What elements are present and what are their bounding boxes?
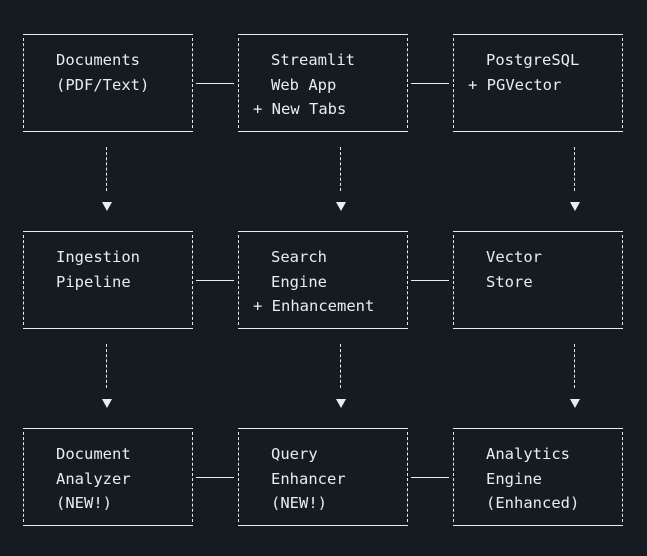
box-label: Analyzer: [56, 470, 131, 488]
box-label: Pipeline: [56, 273, 131, 291]
ingestion-pipeline-box: Ingestion Pipeline: [23, 231, 193, 329]
document-analyzer-box: Document Analyzer (NEW!): [23, 428, 193, 526]
streamlit-web-app-box: Streamlit Web App + New Tabs: [238, 34, 408, 132]
connector-documents-ingestion: [106, 147, 107, 191]
connector-search-query: [340, 344, 341, 388]
box-label: Engine: [271, 273, 327, 291]
arrow-down-icon: [102, 202, 112, 211]
connector-webapp-postgresql: [411, 83, 449, 84]
box-label: (NEW!): [271, 494, 327, 512]
box-label: Streamlit: [271, 51, 355, 69]
box-label: (PDF/Text): [56, 76, 150, 94]
documents-box: Documents (PDF/Text): [23, 34, 193, 132]
box-label: Web App: [271, 76, 337, 94]
connector-query-analytics: [411, 477, 449, 478]
box-label: + New Tabs: [253, 100, 347, 118]
connector-ingestion-analyzer: [106, 344, 107, 388]
box-label: Store: [486, 273, 533, 291]
box-label: (Enhanced): [486, 494, 580, 512]
connector-documents-webapp: [196, 83, 234, 84]
box-label: Query: [271, 445, 318, 463]
box-label: Enhancer: [271, 470, 346, 488]
box-label: (NEW!): [56, 494, 112, 512]
box-label: PostgreSQL: [486, 51, 580, 69]
box-label: Search: [271, 248, 327, 266]
analytics-engine-box: Analytics Engine (Enhanced): [453, 428, 623, 526]
query-enhancer-box: Query Enhancer (NEW!): [238, 428, 408, 526]
postgresql-box: PostgreSQL + PGVector: [453, 34, 623, 132]
search-engine-box: Search Engine + Enhancement: [238, 231, 408, 329]
connector-search-vector: [411, 280, 449, 281]
arrow-down-icon: [570, 202, 580, 211]
connector-webapp-search: [340, 147, 341, 191]
arrow-down-icon: [570, 399, 580, 408]
arrow-down-icon: [102, 399, 112, 408]
arrow-down-icon: [336, 202, 346, 211]
connector-analyzer-query: [196, 477, 234, 478]
box-label: Analytics: [486, 445, 570, 463]
box-label: Document: [56, 445, 131, 463]
arrow-down-icon: [336, 399, 346, 408]
box-label: Vector: [486, 248, 542, 266]
box-label: Ingestion: [56, 248, 140, 266]
connector-postgresql-vector: [574, 147, 575, 191]
box-label: + Enhancement: [253, 297, 375, 315]
vector-store-box: Vector Store: [453, 231, 623, 329]
connector-ingestion-search: [196, 280, 234, 281]
connector-vector-analytics: [574, 344, 575, 388]
box-label: Documents: [56, 51, 140, 69]
box-label: Engine: [486, 470, 542, 488]
box-label: + PGVector: [468, 76, 562, 94]
